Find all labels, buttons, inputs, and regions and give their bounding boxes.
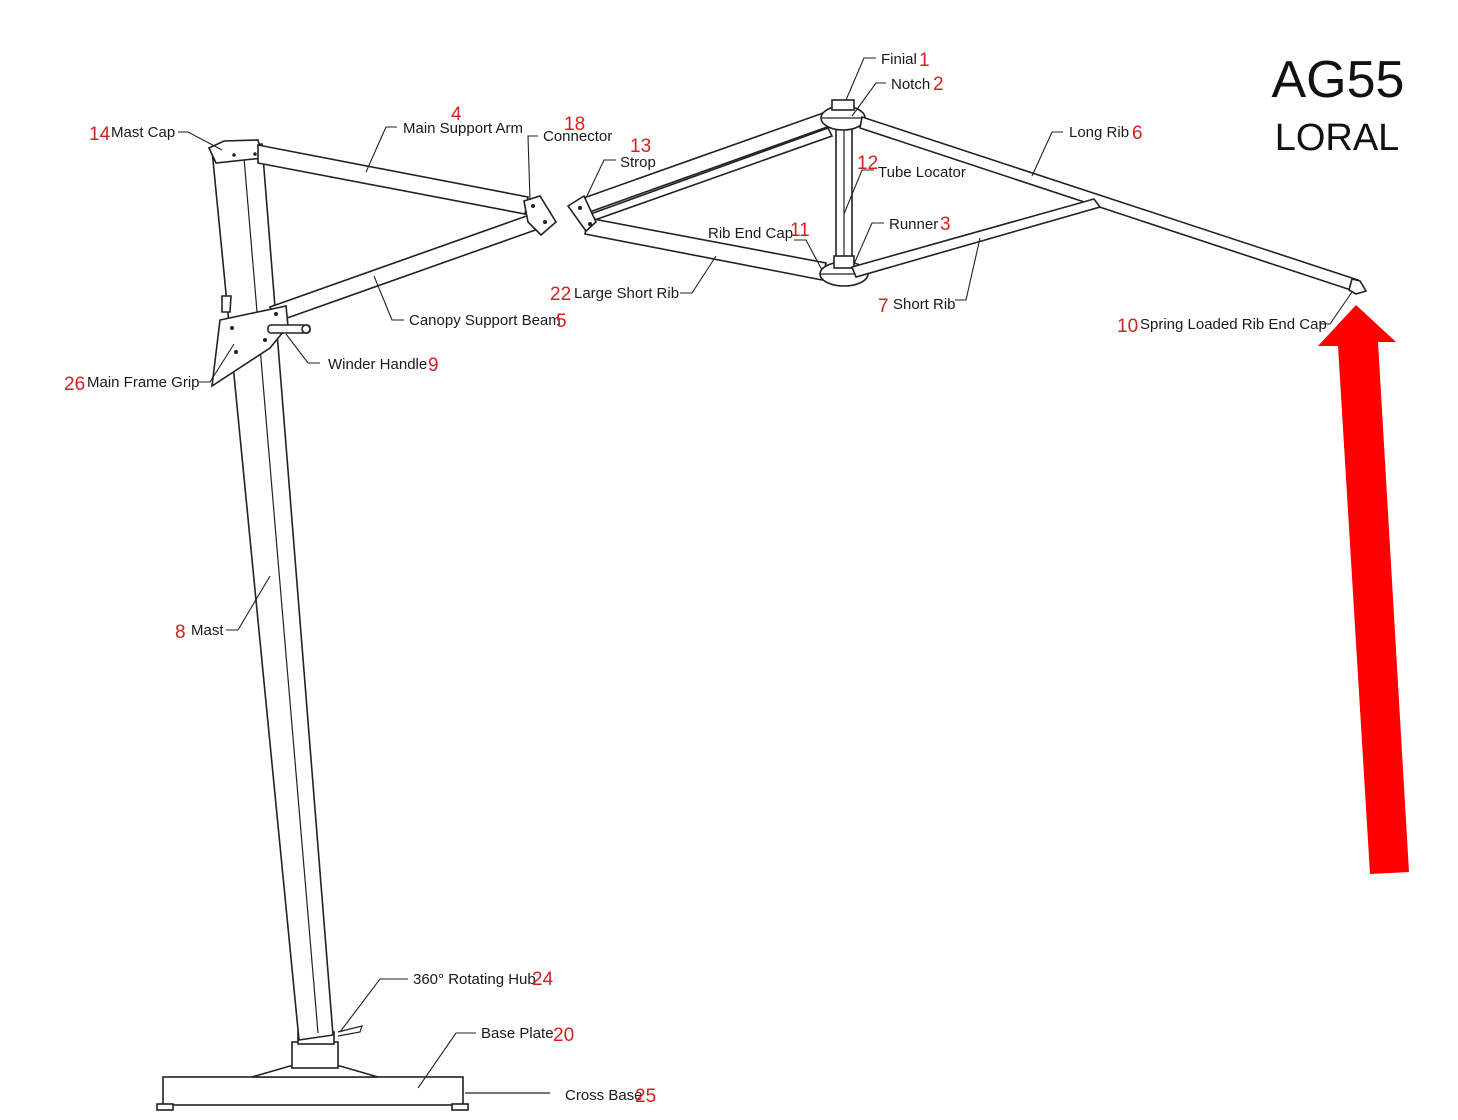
upper-struts xyxy=(576,110,834,223)
label-long-rib: Long Rib xyxy=(1069,124,1129,141)
model-code: AG55 xyxy=(1272,51,1405,109)
label-main-support-arm: Main Support Arm xyxy=(403,120,523,137)
model-name: LORAL xyxy=(1275,117,1400,159)
num-winder-handle: 9 xyxy=(428,355,439,376)
label-winder-handle: Winder Handle xyxy=(328,356,427,373)
num-main-support-arm: 4 xyxy=(451,104,462,125)
strop xyxy=(566,194,597,233)
connector xyxy=(523,195,558,237)
num-runner: 3 xyxy=(940,214,951,235)
num-mast: 8 xyxy=(175,622,186,643)
mast-cap xyxy=(207,139,265,164)
canopy-support-beam xyxy=(268,211,543,324)
label-strop: Strop xyxy=(620,154,656,171)
num-long-rib: 6 xyxy=(1132,123,1143,144)
label-rotating-hub: 360° Rotating Hub xyxy=(413,971,536,988)
label-cross-base: Cross Base xyxy=(565,1087,643,1104)
base-plate xyxy=(251,1065,379,1078)
num-connector: 18 xyxy=(564,114,585,135)
label-finial: Finial xyxy=(881,51,917,68)
label-tube-locator: Tube Locator xyxy=(878,164,966,181)
label-mast-cap: Mast Cap xyxy=(111,124,175,141)
label-rib-end-cap: Rib End Cap xyxy=(708,225,793,242)
label-main-frame-grip: Main Frame Grip xyxy=(87,374,200,391)
winder-handle xyxy=(267,324,311,334)
num-canopy-support-beam: 5 xyxy=(556,311,567,332)
finial-hub xyxy=(820,99,866,131)
label-short-rib: Short Rib xyxy=(893,296,956,313)
cross-base xyxy=(156,1076,550,1111)
mast xyxy=(211,143,334,1041)
spring-loaded-rib-end-cap xyxy=(1348,278,1368,295)
num-rib-end-cap: 11 xyxy=(790,220,810,241)
center-pole xyxy=(835,125,853,267)
label-spring-loaded-rib-end-cap: Spring Loaded Rib End Cap xyxy=(1140,316,1327,333)
num-finial: 1 xyxy=(919,50,930,71)
label-notch: Notch xyxy=(891,76,930,93)
num-cross-base: 25 xyxy=(635,1086,656,1107)
label-runner: Runner xyxy=(889,216,938,233)
label-mast: Mast xyxy=(191,622,224,639)
num-main-frame-grip: 26 xyxy=(64,374,85,395)
label-canopy-support-beam: Canopy Support Beam xyxy=(409,312,561,329)
num-large-short-rib: 22 xyxy=(550,284,571,305)
label-connector: Connector xyxy=(543,128,612,145)
num-rotating-hub: 24 xyxy=(532,969,554,990)
num-mast-cap: 14 xyxy=(89,124,111,145)
num-strop: 13 xyxy=(630,136,651,157)
label-large-short-rib: Large Short Rib xyxy=(574,285,679,302)
num-base-plate: 20 xyxy=(553,1025,574,1046)
up-arrow-icon xyxy=(1318,305,1409,874)
leader-lines xyxy=(178,57,1353,1089)
main-support-arm xyxy=(257,144,529,215)
num-notch: 2 xyxy=(933,74,944,95)
short-rib xyxy=(850,198,1102,278)
num-short-rib: 7 xyxy=(878,296,889,317)
label-base-plate: Base Plate xyxy=(481,1025,554,1042)
num-tube-locator: 12 xyxy=(857,153,878,174)
num-spring-loaded-rib-end-cap: 10 xyxy=(1117,316,1138,337)
